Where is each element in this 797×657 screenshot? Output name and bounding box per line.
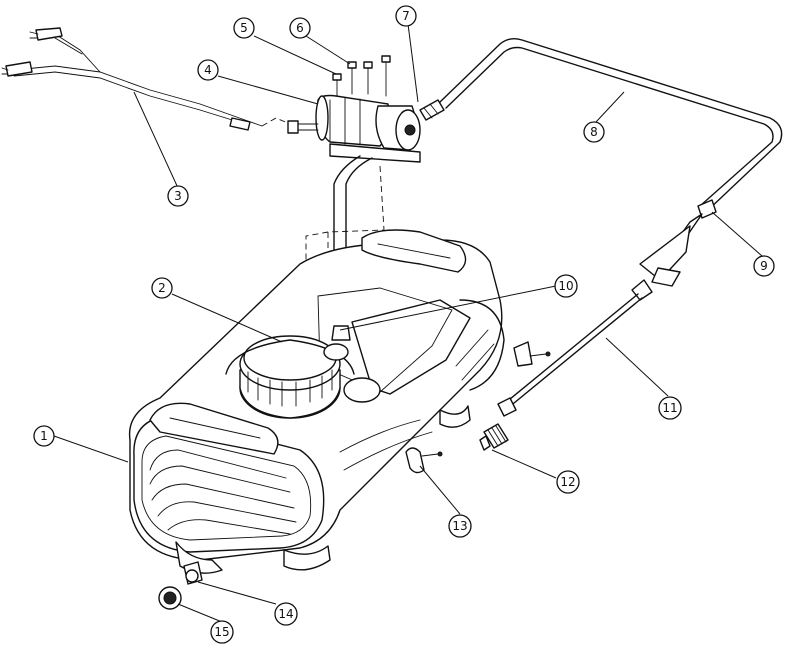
alligator-clip-red <box>29 27 63 41</box>
callout-label-10: 10 <box>558 279 573 293</box>
callout-label-12: 12 <box>560 475 575 489</box>
callout-5: 5 <box>233 17 255 39</box>
callout-label-4: 4 <box>204 63 212 77</box>
callout-1: 1 <box>33 425 55 447</box>
callout-label-11: 11 <box>662 401 677 415</box>
bulkhead-fitting <box>331 325 351 341</box>
callout-label-5: 5 <box>240 21 248 35</box>
wand-fitting <box>697 199 717 219</box>
hose-clamp <box>405 447 443 474</box>
wiring-harness <box>1 27 291 131</box>
callout-12: 12 <box>556 470 580 494</box>
callout-6: 6 <box>289 17 311 39</box>
callout-label-3: 3 <box>174 189 182 203</box>
callout-4: 4 <box>197 59 219 81</box>
callout-label-9: 9 <box>760 259 768 273</box>
callout-15: 15 <box>210 620 234 644</box>
wand-holder-bracket <box>513 341 551 367</box>
callout-9: 9 <box>753 255 775 277</box>
callout-label-7: 7 <box>402 9 410 23</box>
mounting-bolts <box>332 55 391 97</box>
harness-plug <box>229 117 251 131</box>
callout-label-8: 8 <box>590 125 598 139</box>
callout-11: 11 <box>658 396 682 420</box>
callout-label-6: 6 <box>296 21 304 35</box>
callout-7: 7 <box>395 5 417 27</box>
callout-label-2: 2 <box>158 281 166 295</box>
callout-label-15: 15 <box>214 625 229 639</box>
tank-lid <box>225 335 355 419</box>
leader-lines <box>53 23 763 623</box>
spray-hose <box>439 37 783 213</box>
callout-14: 14 <box>274 602 298 626</box>
drain-fitting <box>183 561 203 585</box>
callout-8: 8 <box>583 121 605 143</box>
callout-3: 3 <box>167 185 189 207</box>
callout-2: 2 <box>151 277 173 299</box>
strainer-cap <box>323 343 381 403</box>
drain-cap <box>158 586 182 610</box>
callout-13: 13 <box>448 514 472 538</box>
alligator-clip-black <box>1 61 33 77</box>
spray-wand <box>497 213 703 417</box>
spray-nozzle <box>479 423 509 451</box>
hose-fitting <box>419 99 445 121</box>
callout-label-14: 14 <box>278 607 293 621</box>
callout-10: 10 <box>554 274 578 298</box>
callout-label-1: 1 <box>40 429 48 443</box>
callout-label-13: 13 <box>452 519 467 533</box>
pump-motor <box>287 94 421 163</box>
